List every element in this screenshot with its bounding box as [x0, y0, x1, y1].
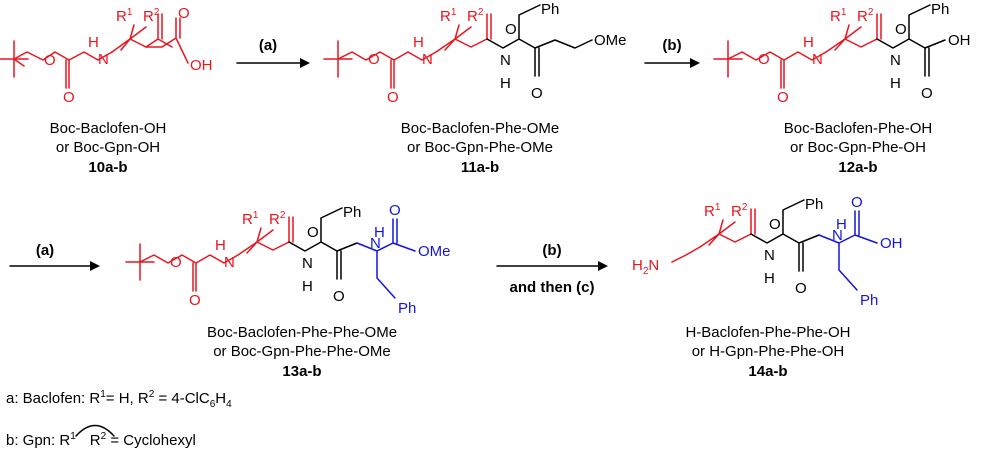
compound-name: Boc-Baclofen-Phe-OH	[784, 120, 932, 137]
arrow-label: (b)	[662, 37, 681, 54]
arrow-label: (a)	[36, 242, 54, 259]
nitrogen-label: N	[422, 51, 433, 68]
oxygen-label: O	[795, 280, 807, 297]
oxygen-label: O	[505, 21, 517, 38]
compound-number: 10a-b	[88, 159, 127, 176]
hydroxyl-label: OH	[948, 32, 971, 49]
compound-number: 11a-b	[461, 159, 499, 176]
oxygen-label: O	[44, 52, 56, 69]
nitrogen-label: N	[890, 52, 901, 69]
compound-name: Boc-Baclofen-Phe-OMe	[401, 120, 559, 137]
oxygen-label: O	[63, 89, 75, 106]
oxygen-label: O	[389, 202, 401, 219]
oxygen-label: O	[333, 288, 345, 305]
structure-11: O O H N R1 R2 O N H Ph O OMe	[323, 1, 627, 106]
structure-10: OH O O H N R1 R2 O	[0, 5, 213, 106]
arrow-sublabel: and then (c)	[510, 279, 595, 296]
r1-label: R1	[242, 210, 259, 228]
hydrogen-label: H	[374, 224, 385, 241]
compound-number: 12a-b	[838, 159, 877, 176]
r1-label: R1	[704, 202, 721, 220]
nitrogen-label: N	[98, 51, 109, 68]
compound-alt-name: or Boc-Gpn-Phe-OH	[790, 139, 926, 156]
nitrogen-label: N	[812, 51, 823, 68]
compound-alt-name: or Boc-Gpn-OH	[56, 139, 160, 156]
hydrogen-label: H	[215, 237, 226, 254]
hydrogen-label: H	[500, 75, 511, 92]
oxygen-label: O	[387, 89, 399, 106]
nitrogen-label: N	[764, 247, 775, 264]
r2-label: R2	[269, 210, 286, 228]
oxygen-label: O	[769, 216, 781, 233]
oxygen-label: O	[189, 292, 201, 309]
reaction-arrow	[236, 58, 310, 68]
r2-label: R2	[857, 7, 874, 25]
oxygen-label: O	[368, 51, 380, 68]
compound-name: H-Baclofen-Phe-Phe-OH	[685, 324, 850, 341]
hydrogen-label: H	[803, 34, 814, 51]
hydrogen-label: H	[764, 270, 775, 287]
reaction-arrow	[496, 261, 608, 271]
oxygen-label: O	[170, 254, 182, 271]
r1-label: R1	[830, 7, 847, 25]
r1-label: R1	[116, 7, 133, 25]
reaction-arrow	[9, 261, 100, 271]
phenyl-label: Ph	[398, 300, 416, 317]
methoxy-label: OMe	[418, 243, 451, 260]
r2-label: R2	[467, 7, 484, 25]
r2-label: R2	[731, 202, 748, 220]
oxygen-label: O	[307, 224, 319, 241]
structure-12: O O H N R1 R2 O N H Ph O OH	[713, 1, 971, 106]
phenyl-label: Ph	[860, 292, 878, 309]
hydroxyl-label: OH	[190, 57, 213, 74]
nitrogen-label: N	[302, 255, 313, 272]
ring-bond-arc	[75, 424, 115, 437]
hydrogen-label: H	[302, 278, 313, 295]
phenyl-label: Ph	[541, 1, 559, 18]
r1-label: R1	[440, 7, 457, 25]
compound-alt-name: or Boc-Gpn-Phe-OMe	[407, 139, 553, 156]
nitrogen-label: N	[832, 227, 843, 244]
phenyl-label: Ph	[805, 196, 823, 213]
oxygen-label: O	[921, 85, 933, 102]
hydroxyl-label: OH	[880, 235, 903, 252]
phenyl-label: Ph	[343, 204, 361, 221]
oxygen-label: O	[851, 194, 863, 211]
hydrogen-label: H	[413, 34, 424, 51]
amine-label: H2N	[632, 257, 659, 277]
oxygen-label: O	[178, 5, 190, 22]
nitrogen-label: N	[500, 52, 511, 69]
reaction-arrow	[644, 58, 700, 68]
oxygen-label: O	[758, 51, 770, 68]
oxygen-label: O	[777, 89, 789, 106]
oxygen-label: O	[531, 85, 543, 102]
structure-13: O O H N R1 R2 O N H Ph O H N O OMe Ph	[125, 202, 451, 317]
nitrogen-label: N	[224, 254, 235, 271]
arrow-label: (a)	[259, 37, 277, 54]
hydrogen-label: H	[836, 216, 847, 233]
hydrogen-label: H	[890, 75, 901, 92]
compound-alt-name: or Boc-Gpn-Phe-Phe-OMe	[213, 343, 391, 360]
compound-number: 14a-b	[748, 363, 787, 380]
methoxy-label: OMe	[594, 32, 627, 49]
footnote-baclofen: a: Baclofen: R1= H, R2 = 4-ClC6H4	[6, 389, 232, 410]
nitrogen-label: N	[370, 235, 381, 252]
compound-name: Boc-Baclofen-Phe-Phe-OMe	[207, 324, 397, 341]
compound-alt-name: or H-Gpn-Phe-Phe-OH	[692, 343, 845, 360]
oxygen-label: O	[895, 21, 907, 38]
r2-label: R2	[143, 7, 160, 25]
phenyl-label: Ph	[931, 1, 949, 18]
arrow-label: (b)	[542, 242, 561, 259]
hydrogen-label: H	[88, 34, 99, 51]
compound-name: Boc-Baclofen-OH	[50, 120, 167, 137]
structure-14: H2N R1 R2 O N H Ph O H N O OH Ph	[632, 194, 903, 309]
compound-number: 13a-b	[282, 363, 321, 380]
